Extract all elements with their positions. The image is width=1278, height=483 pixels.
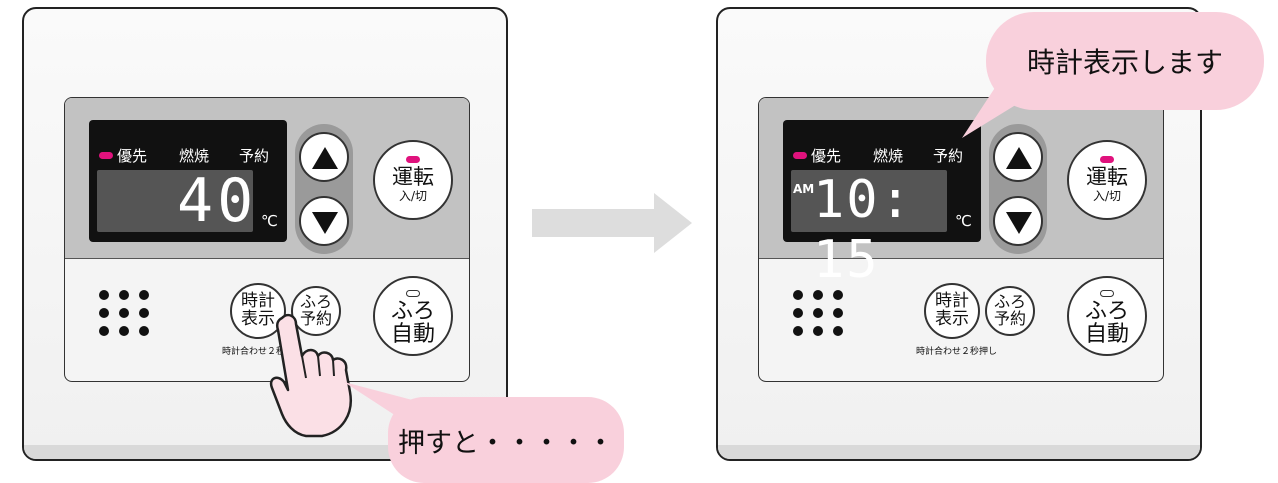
run-button[interactable]: 運転 入/切 <box>373 140 453 220</box>
furo-auto-button[interactable]: ふろ 自動 <box>373 276 453 356</box>
panel-shadow <box>718 445 1200 459</box>
lcd-screen <box>791 170 947 232</box>
bubble-text-press: 押すと・・・・・ <box>398 427 614 459</box>
furo-yoyaku-button[interactable]: ふろ 予約 <box>985 286 1035 336</box>
time-value: 10: 15 <box>813 170 913 290</box>
lcd-screen <box>97 170 253 232</box>
down-arrow-icon <box>1006 212 1032 234</box>
priority-led-icon <box>793 152 807 159</box>
run-label: 運転 <box>392 165 434 189</box>
furo-yoyaku-label-2: 予約 <box>299 308 332 328</box>
clock-label-1: 時計 <box>935 291 969 311</box>
pointing-hand-icon <box>269 313 352 438</box>
bubble-text-clock: 時計表示します <box>1026 46 1223 79</box>
run-label: 運転 <box>1086 165 1128 189</box>
run-sub-label: 入/切 <box>1092 189 1122 204</box>
transition-arrow-icon <box>532 193 692 253</box>
indicator-burn: 燃焼 <box>179 147 210 165</box>
remote-panel-before: 優先 燃焼 予約 40 ℃ 運転 入/切 時計 表示 <box>22 7 508 461</box>
lcd-display: 優先 燃焼 予約 AM 10: 15 ℃ <box>783 120 981 290</box>
speech-bubble-clock: 時計表示します <box>986 12 1264 110</box>
temperature-unit: ℃ <box>955 212 972 230</box>
arrow-button-group <box>295 124 353 254</box>
up-arrow-icon <box>1006 147 1032 169</box>
furo-yoyaku-label-2: 予約 <box>993 308 1026 328</box>
clock-label-2: 表示 <box>241 308 275 329</box>
clock-label-2: 表示 <box>935 308 969 329</box>
remote-panel-after: 優先 燃焼 予約 AM 10: 15 ℃ 運転 入/切 時計 <box>716 7 1202 461</box>
clock-display-button[interactable]: 時計 表示 <box>230 283 286 339</box>
indicator-priority: 優先 <box>117 147 148 165</box>
furo-yoyaku-label-1: ふろ <box>993 292 1026 311</box>
furo-auto-label-2: 自動 <box>1084 322 1129 348</box>
furo-yoyaku-button[interactable]: ふろ 予約 <box>291 286 341 336</box>
furo-auto-button[interactable]: ふろ 自動 <box>1067 276 1147 356</box>
indicator-reserve: 予約 <box>933 147 964 165</box>
indicator-burn: 燃焼 <box>873 147 904 165</box>
run-led-icon <box>406 156 420 163</box>
furo-auto-label-2: 自動 <box>390 322 435 348</box>
temperature-unit: ℃ <box>261 212 278 230</box>
clock-display-button[interactable]: 時計 表示 <box>924 283 980 339</box>
indicator-reserve: 予約 <box>239 147 270 165</box>
run-sub-label: 入/切 <box>398 189 428 204</box>
down-arrow-icon <box>312 212 338 234</box>
up-arrow-icon <box>312 147 338 169</box>
down-button[interactable] <box>993 196 1043 246</box>
furo-yoyaku-label-1: ふろ <box>299 292 332 311</box>
furo-led-icon <box>406 290 420 297</box>
clock-hint: 時計合わせ２秒押し <box>222 347 304 357</box>
control-face: 優先 燃焼 予約 AM 10: 15 ℃ 運転 入/切 時計 <box>758 97 1164 382</box>
clock-label-1: 時計 <box>241 291 275 311</box>
furo-auto-label-1: ふろ <box>1084 299 1129 324</box>
speaker-grille <box>99 290 154 340</box>
furo-auto-label-1: ふろ <box>390 299 435 324</box>
down-button[interactable] <box>299 196 349 246</box>
run-led-icon <box>1100 156 1114 163</box>
arrow-button-group <box>989 124 1047 254</box>
priority-led-icon <box>99 152 113 159</box>
indicator-priority: 優先 <box>811 147 842 165</box>
control-face: 優先 燃焼 予約 40 ℃ 運転 入/切 時計 表示 <box>64 97 470 382</box>
speaker-grille <box>793 290 848 340</box>
temperature-value: 40 <box>177 166 258 236</box>
clock-hint: 時計合わせ２秒押し <box>916 347 998 357</box>
up-button[interactable] <box>993 132 1043 182</box>
lcd-display: 優先 燃焼 予約 40 ℃ <box>89 120 287 242</box>
speech-bubble-press: 押すと・・・・・ <box>388 397 624 483</box>
up-button[interactable] <box>299 132 349 182</box>
ampm-indicator: AM <box>793 182 815 196</box>
panel-shadow <box>24 445 506 459</box>
furo-led-icon <box>1100 290 1114 297</box>
run-button[interactable]: 運転 入/切 <box>1067 140 1147 220</box>
